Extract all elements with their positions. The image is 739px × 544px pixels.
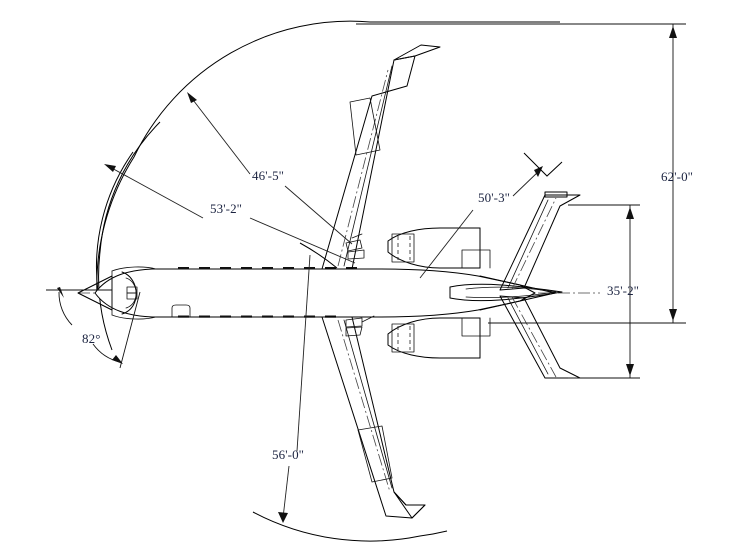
stabilizer-upper-centerline xyxy=(511,197,557,290)
horizontal-stabilizer-upper xyxy=(499,194,581,291)
arc-nose-left-upper xyxy=(95,151,134,293)
leader-56ft-tail xyxy=(296,254,311,452)
stabilizer-upper-spar xyxy=(507,199,549,289)
arc-outer-53ft xyxy=(96,20,560,296)
leader-arrow-50ft xyxy=(534,166,543,177)
winglet-upper xyxy=(393,44,441,61)
dimension-label-group: 46'-5" 53'-2" 50'-3" 62'-0" 35'-2" 56'-0… xyxy=(82,168,693,462)
turn-radius-arc-group xyxy=(95,20,560,542)
winglet-upper-edge xyxy=(393,55,416,61)
leader-46ft-tail xyxy=(284,185,353,245)
dimension-label-46ft: 46'-5" xyxy=(252,168,284,183)
wing-upper-centerline xyxy=(337,69,389,267)
wing-upper-aileron xyxy=(349,97,381,156)
fuselage-body xyxy=(94,268,536,318)
dim-arrow-wingspan-bottom xyxy=(669,309,677,321)
nose-fairing-upper xyxy=(111,266,157,272)
dimension-label-53ft: 53'-2" xyxy=(210,201,242,216)
leader-46ft xyxy=(189,95,251,175)
leader-50ft-tail xyxy=(419,209,474,279)
linear-dimension-group xyxy=(356,23,686,379)
arc-lower-56ft-upper-extent xyxy=(299,242,338,269)
leader-arrow-53ft xyxy=(104,164,116,172)
horizontal-stabilizer-lower xyxy=(499,295,581,379)
engine-lower-pylon xyxy=(461,317,491,337)
dimension-label-62ft: 62'-0" xyxy=(661,169,693,184)
leader-53ft xyxy=(107,165,204,219)
arc-lower-56ft xyxy=(252,511,448,542)
aircraft-outline-group xyxy=(77,44,600,519)
stabilizer-lower-spar xyxy=(507,297,549,375)
vertical-stabilizer-spar xyxy=(465,286,557,299)
dimension-label-82deg: 82° xyxy=(82,331,101,346)
angular-dimension-82deg xyxy=(46,287,141,369)
angle-ext-slanted xyxy=(119,291,141,369)
wing-lower-centerline xyxy=(337,319,391,493)
wing-root-fitting-lower xyxy=(345,315,375,337)
engine-lower-inlet xyxy=(391,323,415,353)
dimension-label-50ft: 50'-3" xyxy=(478,190,510,205)
leader-56ft xyxy=(282,465,290,519)
vertical-stabilizer xyxy=(449,283,563,302)
dim-arrow-stabspan-bottom xyxy=(626,364,634,376)
engine-upper-inlet xyxy=(391,233,415,263)
dim-arrow-stabspan-top xyxy=(626,207,634,219)
dimension-label-35ft: 35'-2" xyxy=(607,283,639,298)
entry-door xyxy=(171,304,191,318)
dimension-label-56ft: 56'-0" xyxy=(272,447,304,462)
engine-upper-inlet-hidden xyxy=(397,236,411,260)
leader-arrow-46ft xyxy=(187,92,197,103)
angle-arrow-lower xyxy=(112,355,123,364)
wing-lower-spar xyxy=(343,319,393,489)
cockpit-panel-lower xyxy=(126,292,138,300)
winglet-lower xyxy=(393,491,426,519)
stabilizer-upper-tip xyxy=(544,191,568,198)
leader-arrow-56ft xyxy=(278,512,288,523)
leader-53ft-tail xyxy=(249,217,356,264)
wing-upper-spar xyxy=(343,65,393,267)
wing-root-fitting-upper xyxy=(345,233,365,260)
leader-50ft xyxy=(512,169,541,197)
dim-arrow-wingspan-top xyxy=(669,26,677,38)
nose-fairing-lower xyxy=(111,314,157,320)
engine-lower-inlet-hidden xyxy=(397,326,411,350)
arc-inner-46ft xyxy=(98,121,161,351)
wing-lower-aileron xyxy=(357,425,393,483)
stabilizer-lower-centerline xyxy=(511,296,557,378)
engine-upper-pylon xyxy=(461,249,491,269)
leader-line-group xyxy=(104,92,563,523)
angle-arrow-upper xyxy=(57,287,64,298)
arc-tail-50ft xyxy=(523,152,563,177)
angle-arc-upper xyxy=(58,291,73,326)
